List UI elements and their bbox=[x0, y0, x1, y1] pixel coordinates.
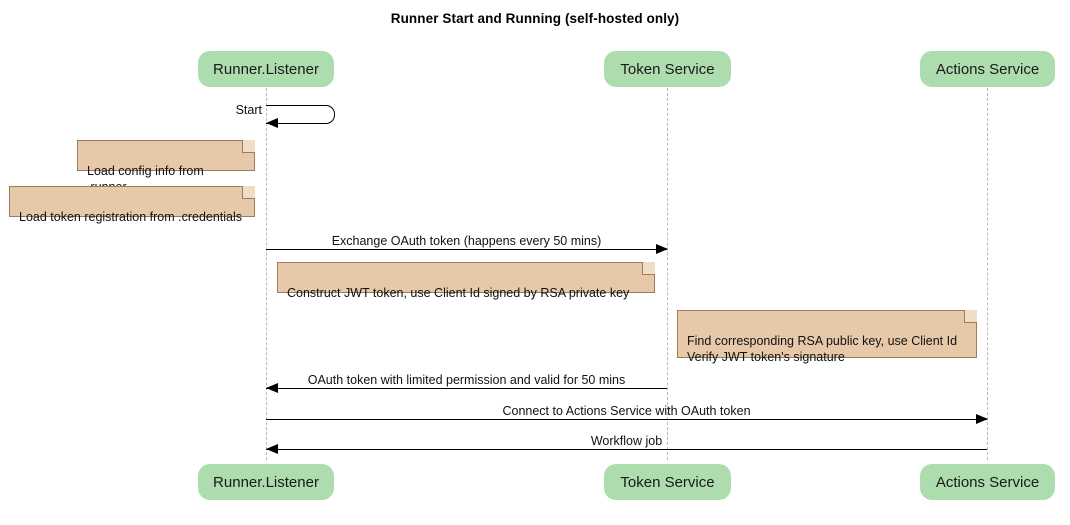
lifeline-runner bbox=[266, 88, 267, 460]
message-start-loop bbox=[266, 105, 335, 124]
note-fold-corner bbox=[642, 262, 655, 275]
note-construct-jwt: Construct JWT token, use Client Id signe… bbox=[277, 262, 655, 300]
note-load-token-registration: Load token registration from .credential… bbox=[9, 186, 255, 224]
message-workflow-job-label: Workflow job bbox=[590, 434, 663, 448]
note-text: Construct JWT token, use Client Id signe… bbox=[287, 286, 630, 300]
note-fold-corner bbox=[242, 140, 255, 153]
page-title: Runner Start and Running (self-hosted on… bbox=[390, 11, 680, 26]
note-fold-corner bbox=[242, 186, 255, 199]
message-oauth-token-return-line bbox=[266, 388, 667, 389]
message-exchange-oauth-arrowhead bbox=[656, 244, 668, 254]
message-oauth-token-return-label: OAuth token with limited permission and … bbox=[307, 373, 626, 387]
participant-label: Actions Service bbox=[935, 60, 1040, 78]
participant-label: Token Service bbox=[620, 473, 715, 491]
participant-token-bottom[interactable]: Token Service bbox=[604, 464, 731, 500]
participant-token-top[interactable]: Token Service bbox=[604, 51, 731, 87]
participant-label: Runner.Listener bbox=[213, 473, 319, 491]
message-exchange-oauth-line bbox=[266, 249, 667, 250]
participant-actions-top[interactable]: Actions Service bbox=[920, 51, 1055, 87]
message-connect-actions-arrowhead bbox=[976, 414, 988, 424]
message-start-label: Start bbox=[235, 103, 262, 117]
note-fold-corner bbox=[964, 310, 977, 323]
participant-label: Token Service bbox=[620, 60, 715, 78]
message-connect-actions-label: Connect to Actions Service with OAuth to… bbox=[502, 404, 751, 418]
lifeline-actions bbox=[987, 88, 988, 460]
message-exchange-oauth-label: Exchange OAuth token (happens every 50 m… bbox=[331, 234, 602, 248]
message-workflow-job-line bbox=[266, 449, 987, 450]
participant-label: Runner.Listener bbox=[213, 60, 319, 78]
participant-runner-bottom[interactable]: Runner.Listener bbox=[198, 464, 334, 500]
message-oauth-token-return-arrowhead bbox=[266, 383, 278, 393]
note-load-config: Load config info from .runner bbox=[77, 140, 255, 194]
message-start-arrowhead bbox=[266, 118, 278, 128]
participant-actions-bottom[interactable]: Actions Service bbox=[920, 464, 1055, 500]
participant-runner-top[interactable]: Runner.Listener bbox=[198, 51, 334, 87]
note-text: Find corresponding RSA public key, use C… bbox=[687, 334, 958, 364]
lifeline-token bbox=[667, 88, 668, 460]
message-workflow-job-arrowhead bbox=[266, 444, 278, 454]
message-connect-actions-line bbox=[266, 419, 987, 420]
note-text: Load token registration from .credential… bbox=[19, 210, 243, 224]
participant-label: Actions Service bbox=[935, 473, 1040, 491]
note-verify-jwt: Find corresponding RSA public key, use C… bbox=[677, 310, 977, 364]
